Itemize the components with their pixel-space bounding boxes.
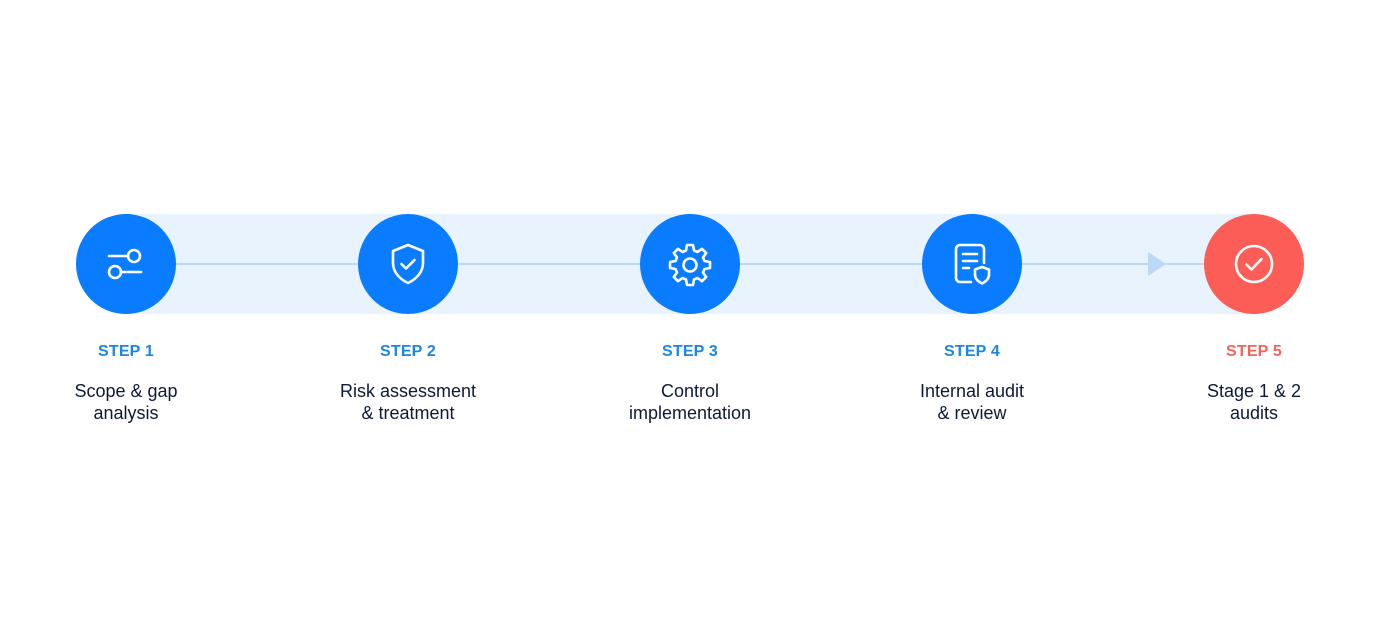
step-3-label: STEP 3 bbox=[661, 343, 719, 360]
step-2-title-line-1: Risk assessment bbox=[339, 381, 477, 401]
step-1-label: STEP 1 bbox=[97, 343, 155, 360]
step-5: STEP 5 Stage 1 & 2 audits bbox=[1134, 214, 1374, 424]
step-3-title-line-2: implementation bbox=[628, 403, 752, 423]
step-2-label: STEP 2 bbox=[379, 343, 437, 360]
step-1-title-line-2: analysis bbox=[93, 403, 159, 423]
step-4-node bbox=[922, 214, 1022, 314]
step-4-title-line-1: Internal audit bbox=[919, 381, 1025, 401]
step-3-title-line-1: Control bbox=[660, 381, 720, 401]
step-4-title-line-2: & review bbox=[937, 403, 1007, 423]
toggle-sliders-icon bbox=[107, 248, 143, 280]
step-3-node bbox=[640, 214, 740, 314]
step-1-node bbox=[76, 214, 176, 314]
step-4: STEP 4 Internal audit & review bbox=[852, 214, 1092, 424]
arrow-head-icon bbox=[1148, 252, 1166, 276]
gear-icon bbox=[668, 243, 712, 287]
step-2-title: Risk assessment & treatment bbox=[340, 380, 476, 424]
step-1-title-line-1: Scope & gap bbox=[74, 381, 178, 401]
document-shield-icon bbox=[954, 243, 991, 285]
step-1-title: Scope & gap analysis bbox=[74, 380, 177, 424]
step-3: STEP 3 Control implementation bbox=[570, 214, 810, 424]
check-circle-icon bbox=[1234, 244, 1274, 284]
step-5-title: Stage 1 & 2 audits bbox=[1207, 380, 1301, 424]
step-5-title-line-2: audits bbox=[1229, 403, 1279, 423]
step-2-node bbox=[358, 214, 458, 314]
step-5-title-line-1: Stage 1 & 2 bbox=[1206, 381, 1302, 401]
step-1: STEP 1 Scope & gap analysis bbox=[6, 214, 246, 424]
shield-check-icon bbox=[391, 243, 425, 285]
step-3-title: Control implementation bbox=[629, 380, 751, 424]
step-5-label: STEP 5 bbox=[1225, 343, 1283, 360]
step-2: STEP 2 Risk assessment & treatment bbox=[288, 214, 528, 424]
step-4-label: STEP 4 bbox=[943, 343, 1001, 360]
step-4-title: Internal audit & review bbox=[920, 380, 1024, 424]
step-5-node bbox=[1204, 214, 1304, 314]
step-2-title-line-2: & treatment bbox=[361, 403, 455, 423]
